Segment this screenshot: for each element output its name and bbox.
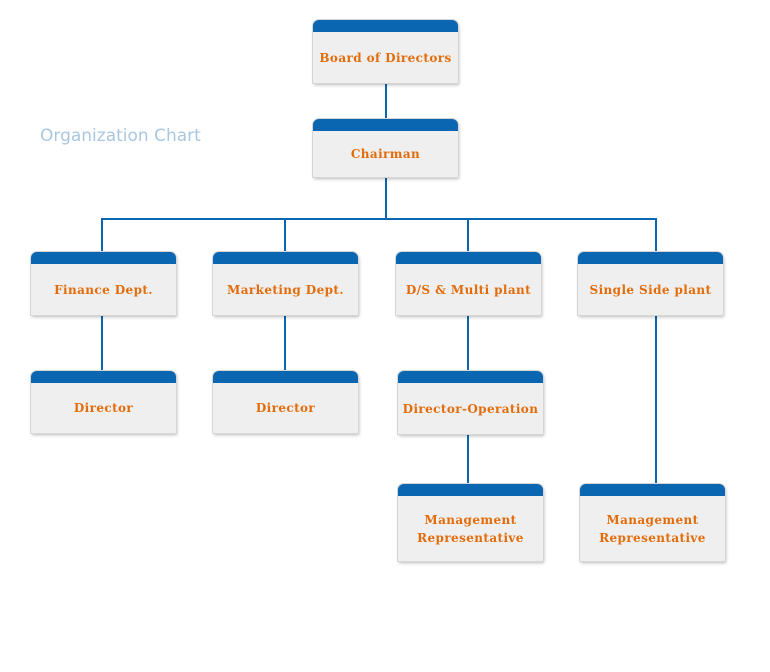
node-label-line: Chairman [350,147,421,161]
node-label-line: Marketing Dept. [227,282,344,297]
node-board-of-directors: Board of Directors [313,20,458,83]
node-label: Director [74,399,133,417]
node-label: D/S & Multi plant [406,281,531,299]
node-label-line: Director [73,401,134,415]
node-label-line: Director [255,401,316,415]
node-marketing-director: Director [213,371,358,433]
node-label-line: Management [424,512,517,527]
node-label: Single Side plant [590,281,712,299]
node-label: Marketing Dept. [227,281,344,299]
node-director-operation: Director-Operation [398,371,543,434]
node-ds-multi-plant: D/S & Multi plant [396,252,541,315]
node-label-line: Representative [417,530,524,545]
node-finance-director: Director [31,371,176,433]
node-label-line: D/S & Multi plant [405,282,532,297]
node-label: Director [256,399,315,417]
node-label-line: Director-Operation [402,401,539,416]
chart-title: Organization Chart [40,126,201,146]
node-single-side-plant: Single Side plant [578,252,723,315]
node-label-line: Management [606,512,699,527]
node-label-line: Board of Directors [319,50,452,65]
node-label-line: Single Side plant [589,282,712,297]
node-marketing-dept: Marketing Dept. [213,252,358,315]
node-label: Finance Dept. [54,281,153,299]
node-label: Director-Operation [403,400,539,418]
node-finance-dept: Finance Dept. [31,252,176,315]
node-label-line: Finance Dept. [54,282,153,297]
node-label: Chairman [351,145,420,163]
node-label: Board of Directors [319,49,451,67]
node-label-line: Representative [599,530,706,545]
node-chairman: Chairman [313,119,458,177]
